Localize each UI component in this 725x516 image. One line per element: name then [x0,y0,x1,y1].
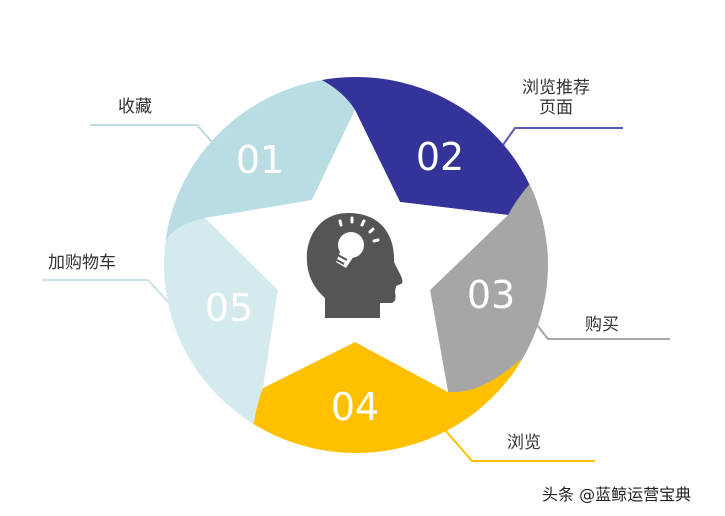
segment-number-04: 04 [331,385,379,429]
leader-line-04 [444,429,595,462]
leader-line-01 [90,124,213,143]
leader-line-03 [536,324,670,340]
head-lightbulb-icon [306,212,403,318]
label-03: 购买 [585,315,619,335]
label-02-line1: 浏览推荐 [522,78,590,98]
label-02-line2: 页面 [539,98,573,118]
label-01: 收藏 [118,97,152,117]
label-04: 浏览 [507,433,541,453]
segment-number-01: 01 [236,138,284,182]
leader-line-05 [42,279,169,303]
watermark: 头条 @蓝鲸运营宝典 [542,485,692,504]
segment-number-03: 03 [467,273,515,317]
segment-number-02: 02 [416,135,464,179]
segment-number-05: 05 [205,286,253,330]
label-02: 浏览推荐 页面 [522,78,590,118]
label-05: 加购物车 [48,253,116,273]
segment-05 [164,200,290,453]
leader-line-02 [502,127,623,146]
